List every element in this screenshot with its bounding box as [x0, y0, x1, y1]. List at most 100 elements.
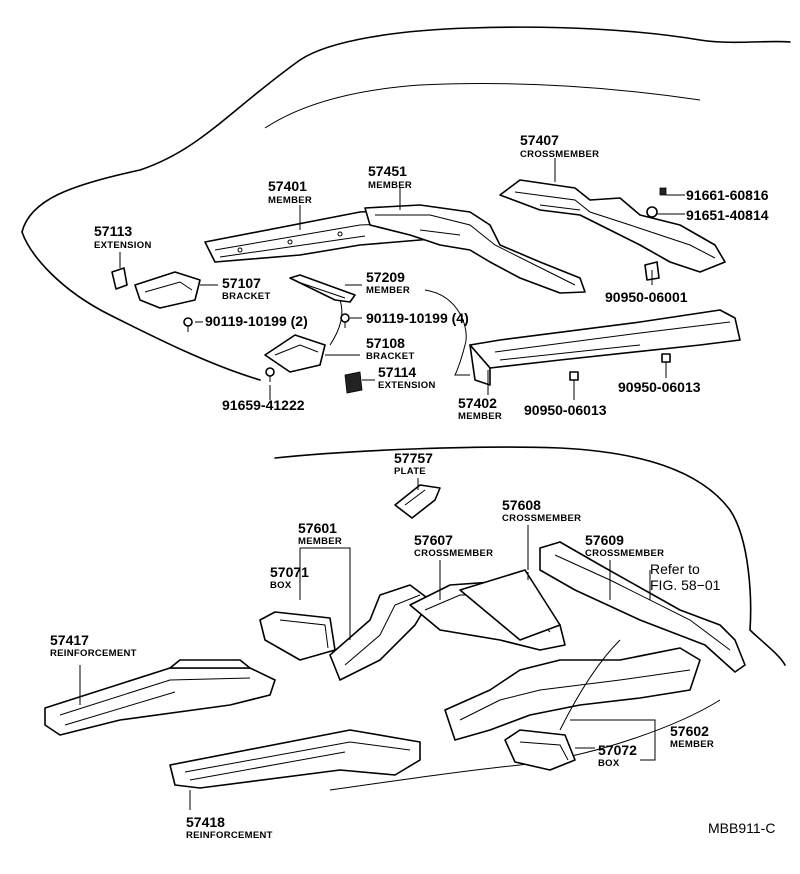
svg-text:57209: 57209 [366, 269, 405, 285]
vehicle-body-outline-side [21, 231, 261, 381]
vehicle-body-outline-window [264, 83, 701, 129]
svg-text:MEMBER: MEMBER [458, 411, 502, 422]
part-57417-reinforcement [44, 659, 276, 736]
callout-57417: 57417 REINFORCEMENT [50, 632, 137, 659]
part-57609-crossmember [539, 541, 746, 673]
svg-text:CROSSMEMBER: CROSSMEMBER [520, 149, 599, 160]
svg-text:57113: 57113 [94, 223, 132, 239]
svg-text:REINFORCEMENT: REINFORCEMENT [186, 830, 273, 841]
part-57757-plate [394, 484, 441, 519]
callout-57113: 57113 EXTENSION [94, 223, 152, 251]
vehicle-body-outline-upper [21, 26, 791, 233]
callout-91659-41222: 91659-41222 [222, 397, 305, 413]
svg-text:57602: 57602 [670, 723, 709, 739]
callout-57107: 57107 BRACKET [222, 275, 271, 302]
callout-57108: 57108 BRACKET [366, 335, 415, 362]
vehicle-body-outline-lower [274, 446, 786, 666]
callout-57401: 57401 MEMBER [268, 178, 312, 206]
svg-text:MEMBER: MEMBER [366, 285, 410, 296]
svg-text:MEMBER: MEMBER [368, 180, 412, 191]
callout-90950-06013-right: 90950-06013 [618, 379, 701, 395]
callout-57114: 57114 EXTENSION [378, 364, 436, 391]
svg-text:REINFORCEMENT: REINFORCEMENT [50, 648, 137, 659]
svg-text:57108: 57108 [366, 335, 405, 351]
svg-text:57401: 57401 [268, 178, 307, 194]
callout-57602: 57602 MEMBER [670, 723, 714, 750]
callout-57451: 57451 MEMBER [368, 163, 412, 191]
callout-57407: 57407 CROSSMEMBER [520, 132, 599, 160]
callout-57209: 57209 MEMBER [366, 269, 410, 296]
svg-text:57418: 57418 [186, 814, 225, 830]
svg-text:EXTENSION: EXTENSION [378, 380, 436, 391]
part-57418-reinforcement [169, 729, 421, 789]
part-57107-bracket [134, 271, 201, 309]
callout-91651-40814: 91651-40814 [686, 207, 769, 223]
svg-text:MEMBER: MEMBER [268, 195, 312, 206]
part-57602-member [444, 647, 701, 741]
part-57608-crossmember [459, 569, 561, 641]
svg-text:90950-06013: 90950-06013 [524, 402, 607, 418]
svg-text:MEMBER: MEMBER [670, 739, 714, 750]
svg-text:57417: 57417 [50, 632, 89, 648]
svg-text:57607: 57607 [414, 532, 453, 548]
vehicle-floor-line [329, 699, 721, 791]
svg-text:90119-10199 (4): 90119-10199 (4) [366, 310, 469, 326]
part-57402-member [469, 309, 741, 386]
callout-57071: 57071 BOX [270, 564, 309, 591]
callout-57072: 57072 BOX [598, 742, 637, 769]
part-57108-bracket [264, 334, 326, 373]
part-57113-extension [111, 267, 128, 290]
svg-text:57072: 57072 [598, 742, 637, 758]
part-57072-box [504, 729, 576, 771]
callout-57608: 57608 CROSSMEMBER [502, 497, 581, 524]
svg-text:CROSSMEMBER: CROSSMEMBER [502, 513, 581, 524]
svg-text:57757: 57757 [394, 450, 433, 466]
svg-text:57107: 57107 [222, 275, 261, 291]
callout-90950-06001: 90950-06001 [605, 289, 688, 305]
svg-text:57609: 57609 [585, 532, 624, 548]
svg-text:EXTENSION: EXTENSION [94, 240, 152, 251]
callout-57418: 57418 REINFORCEMENT [186, 814, 273, 841]
svg-text:57608: 57608 [502, 497, 541, 513]
svg-text:BRACKET: BRACKET [222, 291, 271, 302]
callout-90119-10199-2: 90119-10199 (2) [205, 313, 308, 329]
part-57407-crossmember [499, 179, 726, 273]
svg-text:91651-40814: 91651-40814 [686, 207, 769, 223]
svg-text:57071: 57071 [270, 564, 309, 580]
svg-text:PLATE: PLATE [394, 466, 426, 477]
svg-text:BOX: BOX [598, 758, 620, 769]
svg-text:91661-60816: 91661-60816 [686, 187, 769, 203]
leader-lines-lower [79, 478, 656, 810]
part-57601-member [329, 584, 431, 681]
svg-text:90950-06001: 90950-06001 [605, 289, 688, 305]
diagram-code: MBB911-C [708, 820, 775, 836]
svg-text:FIG. 58−01: FIG. 58−01 [650, 577, 721, 593]
callout-57607: 57607 CROSSMEMBER [414, 532, 493, 559]
svg-text:90950-06013: 90950-06013 [618, 379, 701, 395]
part-57451-member [364, 204, 586, 294]
svg-text:CROSSMEMBER: CROSSMEMBER [585, 548, 664, 559]
part-57114-extension [344, 371, 363, 394]
svg-text:57451: 57451 [368, 163, 407, 179]
reference-note: Refer to FIG. 58−01 [650, 561, 721, 593]
part-57071-box [259, 611, 336, 661]
callout-57757: 57757 PLATE [394, 450, 433, 477]
svg-text:57601: 57601 [298, 520, 337, 536]
svg-text:BRACKET: BRACKET [366, 351, 415, 362]
svg-text:57402: 57402 [458, 395, 497, 411]
callout-90950-06013-center: 90950-06013 [524, 402, 607, 418]
callout-90119-10199-4: 90119-10199 (4) [366, 310, 469, 326]
callout-57601: 57601 MEMBER [298, 520, 342, 547]
callout-57609: 57609 CROSSMEMBER [585, 532, 664, 559]
svg-text:57114: 57114 [378, 364, 416, 380]
svg-text:BOX: BOX [270, 580, 292, 591]
part-57209-member [289, 274, 356, 303]
svg-text:MEMBER: MEMBER [298, 536, 342, 547]
svg-text:90119-10199 (2): 90119-10199 (2) [205, 313, 308, 329]
svg-text:Refer to: Refer to [650, 561, 700, 577]
callout-91661-60816: 91661-60816 [686, 187, 769, 203]
leader-lines-upper [119, 158, 685, 400]
callout-57402: 57402 MEMBER [458, 395, 502, 422]
svg-text:CROSSMEMBER: CROSSMEMBER [414, 548, 493, 559]
